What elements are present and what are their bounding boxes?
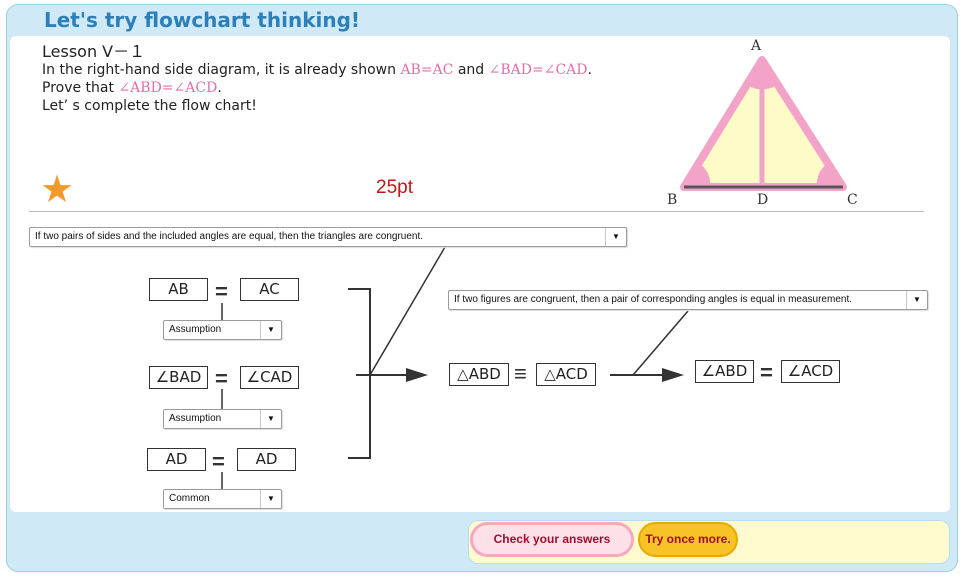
row1-left-box: AB bbox=[149, 278, 208, 301]
row1-right-box: AC bbox=[240, 278, 299, 301]
lesson-text: Lesson Ⅴ－１ In the right-hand side diagra… bbox=[42, 43, 592, 115]
congruence-right-box: △ACD bbox=[536, 363, 596, 386]
row1-reason-select[interactable]: Assumption ▼ bbox=[163, 320, 282, 340]
lesson-line-1-mid: and bbox=[453, 62, 489, 78]
vertex-c-label: C bbox=[847, 192, 858, 208]
lesson-line-3: Let’ s complete the flow chart! bbox=[42, 98, 257, 114]
chevron-down-icon[interactable]: ▼ bbox=[605, 228, 626, 246]
row3-equals: = bbox=[212, 449, 225, 474]
row3-reason-select[interactable]: Common ▼ bbox=[163, 489, 282, 509]
lesson-line-1-prefix: In the right-hand side diagram, it is al… bbox=[42, 62, 401, 78]
lesson-line-2: Prove that ∠ABD=∠ACD. bbox=[42, 79, 592, 97]
arrow-2-head bbox=[662, 368, 684, 382]
reason-mid-value: If two figures are congruent, then a pai… bbox=[454, 294, 853, 305]
bracket bbox=[348, 288, 371, 459]
star-icon: ★ bbox=[40, 169, 75, 211]
angle-mark-b bbox=[686, 164, 711, 186]
congruence-left-box: △ABD bbox=[449, 363, 509, 386]
row3-left-box: AD bbox=[147, 448, 206, 471]
vertex-a-label: A bbox=[751, 38, 762, 54]
row2-left-box: ∠BAD bbox=[149, 366, 208, 389]
conclusion-right-box: ∠ACD bbox=[781, 360, 840, 383]
reason-top-pointer bbox=[369, 246, 446, 376]
angle-mark-a bbox=[747, 62, 777, 90]
arrow-1-head bbox=[406, 368, 428, 382]
row2-equals: = bbox=[215, 366, 228, 391]
check-answers-button[interactable]: Check your answers bbox=[470, 522, 634, 557]
app-title: Let's try flowchart thinking! bbox=[44, 8, 361, 32]
given-1: AB=AC bbox=[400, 62, 454, 78]
lesson-line-2-suffix: . bbox=[217, 80, 222, 96]
score-points: 25pt bbox=[376, 177, 413, 198]
lesson-line-1-suffix: . bbox=[587, 62, 592, 78]
chevron-down-icon[interactable]: ▼ bbox=[260, 490, 281, 508]
congruence-symbol: ≡ bbox=[514, 361, 527, 386]
row2-reason-value: Assumption bbox=[169, 413, 222, 424]
vertex-b-label: B bbox=[667, 192, 678, 208]
conclusion-left-box: ∠ABD bbox=[695, 360, 754, 383]
vertex-d-label: D bbox=[757, 192, 769, 208]
row1-reason-value: Assumption bbox=[169, 324, 222, 335]
row2-reason-select[interactable]: Assumption ▼ bbox=[163, 409, 282, 429]
angle-mark-c bbox=[816, 164, 841, 186]
row3-right-box: AD bbox=[237, 448, 296, 471]
divider bbox=[29, 211, 924, 212]
row3-reason-value: Common bbox=[169, 493, 210, 504]
reason-top-select[interactable]: If two pairs of sides and the included a… bbox=[29, 227, 627, 247]
lesson-heading: Lesson Ⅴ－１ bbox=[42, 42, 146, 61]
goal-statement: ∠ABD=∠ACD bbox=[118, 80, 218, 96]
reason-mid-pointer bbox=[632, 310, 689, 376]
row2-right-box: ∠CAD bbox=[240, 366, 299, 389]
lesson-line-2-prefix: Prove that bbox=[42, 80, 119, 96]
conclusion-equals: = bbox=[760, 360, 773, 385]
chevron-down-icon[interactable]: ▼ bbox=[906, 291, 927, 309]
lesson-line-1: In the right-hand side diagram, it is al… bbox=[42, 61, 592, 79]
try-again-button[interactable]: Try once more. bbox=[638, 522, 738, 557]
given-2: ∠BAD=∠CAD bbox=[488, 62, 588, 78]
chevron-down-icon[interactable]: ▼ bbox=[260, 410, 281, 428]
reason-top-value: If two pairs of sides and the included a… bbox=[35, 231, 424, 242]
chevron-down-icon[interactable]: ▼ bbox=[260, 321, 281, 339]
reason-mid-select[interactable]: If two figures are congruent, then a pai… bbox=[448, 290, 928, 310]
row1-equals: = bbox=[215, 279, 228, 304]
